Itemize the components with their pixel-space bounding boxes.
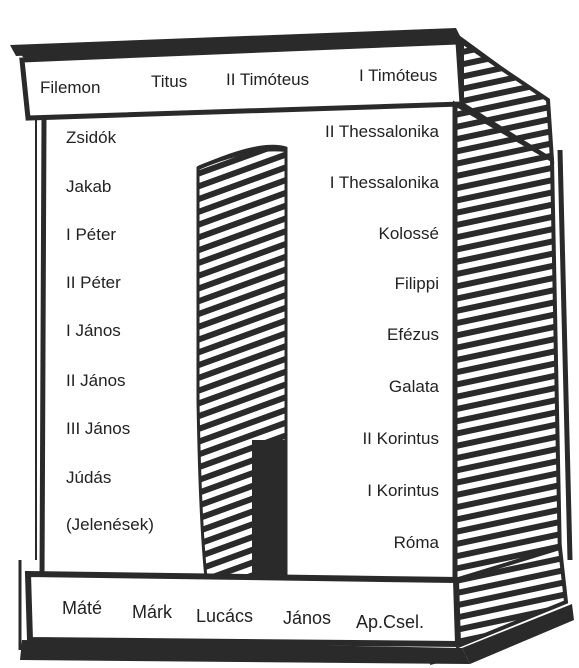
- label-jakab: Jakab: [66, 177, 111, 197]
- label-zsidok: Zsidók: [66, 128, 116, 148]
- label-efezus: Efézus: [387, 325, 439, 345]
- label-i-thessalonika: I Thessalonika: [330, 173, 439, 193]
- label-ii-timoteus: II Timóteus: [226, 70, 309, 90]
- label-titus: Titus: [151, 72, 187, 92]
- label-roma: Róma: [394, 533, 439, 553]
- label-ii-peter: II Péter: [66, 273, 121, 293]
- label-kolosse: Kolossé: [379, 224, 439, 244]
- label-ii-korintus: II Korintus: [362, 429, 439, 449]
- label-ii-janos: II János: [66, 371, 126, 391]
- central-pillar: [198, 146, 286, 580]
- label-i-timoteus: I Timóteus: [359, 66, 437, 86]
- label-iii-janos: III János: [66, 419, 130, 439]
- label-mark: Márk: [132, 602, 172, 622]
- label-i-peter: I Péter: [66, 225, 116, 245]
- label-jelenesek: (Jelenések): [66, 515, 154, 535]
- label-mate: Máté: [62, 598, 102, 618]
- label-judas: Júdás: [66, 468, 111, 488]
- label-filemon: Filemon: [40, 78, 100, 98]
- label-lucacs: Lucács: [196, 606, 253, 626]
- label-janos: János: [283, 608, 331, 628]
- label-filippi: Filippi: [395, 274, 439, 294]
- label-galata: Galata: [389, 377, 439, 397]
- side-wall: [455, 104, 570, 580]
- label-ii-thessalonika: II Thessalonika: [325, 122, 439, 142]
- label-i-janos: I János: [66, 321, 121, 341]
- label-i-korintus: I Korintus: [367, 481, 439, 501]
- label-ap-csel: Ap.Csel.: [356, 612, 424, 632]
